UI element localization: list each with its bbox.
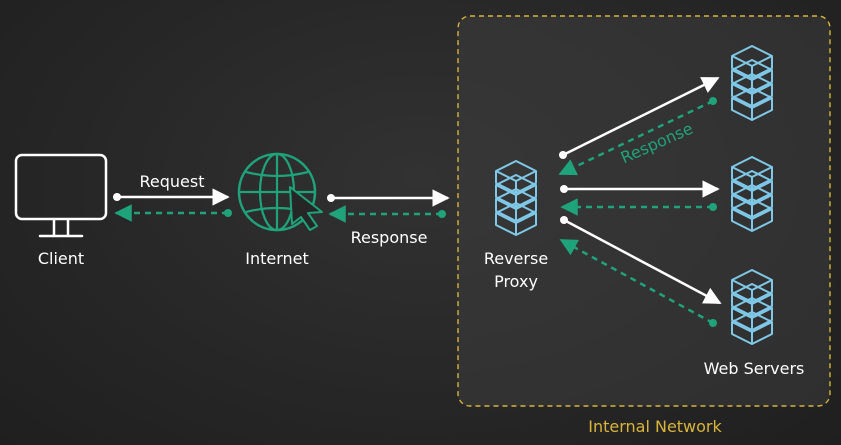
web-servers-label: Web Servers <box>704 359 805 378</box>
response-arrow-internet <box>328 205 446 223</box>
reverse-proxy-label-line1: Reverse <box>484 249 548 268</box>
request-arrow-server-1 <box>559 76 720 159</box>
reverse-proxy-label-line2: Proxy <box>494 272 538 291</box>
response-arrow-server-2 <box>560 198 717 216</box>
request-arrow-server-3 <box>560 216 722 305</box>
cursor-icon <box>289 186 323 231</box>
internal-network-label: Internal Network <box>588 417 722 436</box>
client-monitor-icon <box>14 153 108 238</box>
response-arrow-client <box>114 204 232 222</box>
response-arrow-server-3 <box>559 238 717 327</box>
internet-label: Internet <box>245 249 309 268</box>
response-arrow-server-1 <box>558 97 717 176</box>
client-label: Client <box>38 249 84 268</box>
request-arrow-server-2 <box>560 180 720 198</box>
request-label: Request <box>140 172 205 191</box>
response-label-internet: Response <box>351 228 428 247</box>
request-arrow-proxy <box>327 189 450 207</box>
request-arrow <box>113 188 230 206</box>
internal-network-region <box>457 15 831 407</box>
